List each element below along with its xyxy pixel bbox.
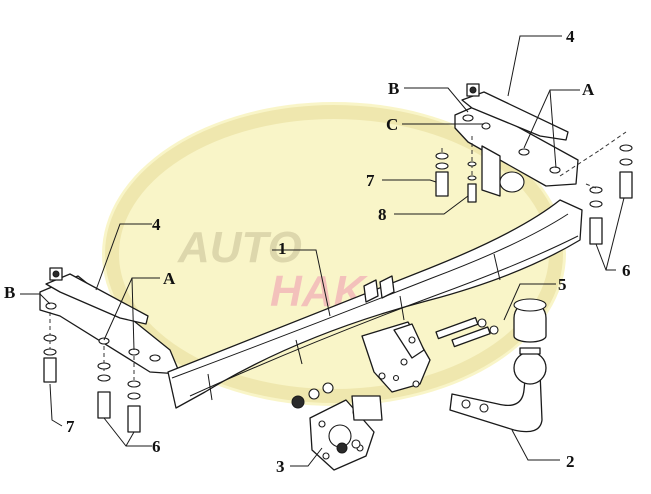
callout-part-7-left: 7 — [66, 417, 75, 436]
callout-part-5: 5 — [558, 275, 567, 294]
watermark-text-auto: AUTO — [177, 223, 302, 272]
left-mounting-bracket — [39, 267, 181, 375]
right-mounting-bracket — [454, 83, 579, 197]
left-bolt-stacks — [43, 312, 141, 433]
bolt-set-part-5 — [435, 316, 499, 348]
callout-point-b-right: B — [388, 79, 399, 98]
callout-part-7-right: 7 — [366, 171, 375, 190]
socket-plate-part-3 — [291, 382, 383, 471]
callout-labels: 4 B A C 7 8 4 1 6 A 5 B 7 6 2 3 — [4, 27, 631, 476]
callout-part-6-right: 6 — [622, 261, 631, 280]
callout-part-4-right: 4 — [566, 27, 575, 46]
callout-part-2: 2 — [566, 452, 575, 471]
callout-part-4-left: 4 — [152, 215, 161, 234]
leader-lines — [20, 35, 625, 467]
callout-part-6-left: 6 — [152, 437, 161, 456]
main-crossbeam — [167, 199, 583, 409]
callout-point-a-left: A — [163, 269, 176, 288]
tow-ball-assembly — [449, 298, 547, 433]
callout-point-c: C — [386, 115, 398, 134]
callout-point-b-left: B — [4, 283, 15, 302]
callout-part-3: 3 — [276, 457, 285, 476]
callout-part-8: 8 — [378, 205, 387, 224]
callout-part-1: 1 — [278, 239, 287, 258]
hitch-mount-plate — [361, 321, 431, 393]
callout-point-a-right: A — [582, 80, 595, 99]
right-bolt-stacks — [435, 131, 633, 245]
